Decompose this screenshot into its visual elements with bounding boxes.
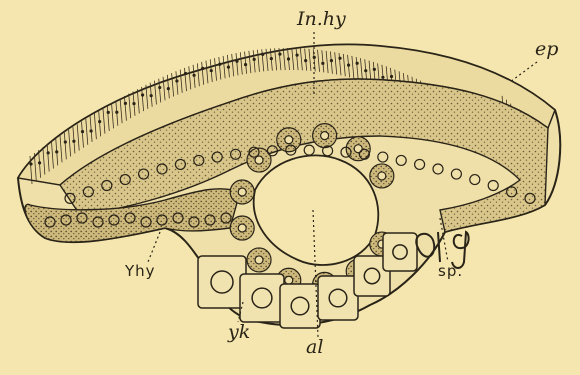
ectoderm-nucleus (167, 87, 170, 90)
ectoderm-nucleus (218, 63, 221, 66)
ectoderm-nucleus (158, 86, 161, 89)
ectoderm-nucleus (98, 120, 101, 123)
ectoderm-nucleus (175, 79, 178, 82)
label-yk: yk (228, 323, 250, 342)
ectoderm-nucleus (347, 64, 350, 67)
cavity-cell-nucleus (321, 132, 329, 140)
yolk-cell-nucleus (211, 271, 233, 293)
yolk-cell-nucleus (291, 297, 309, 315)
label-sp: sp. (438, 264, 463, 279)
ectoderm-nucleus (132, 102, 135, 105)
ectoderm-nucleus (390, 75, 393, 78)
ectoderm-nucleus (244, 63, 247, 66)
ectoderm-nucleus (338, 57, 341, 60)
leader-ep (510, 62, 537, 82)
ectoderm-nucleus (304, 59, 307, 62)
cavity-cell-nucleus (285, 136, 293, 144)
ectoderm-nucleus (278, 53, 281, 56)
ectoderm-nucleus (141, 93, 144, 96)
label-al: al (306, 338, 323, 357)
ectoderm-nucleus (184, 72, 187, 75)
yolk-cell-nucleus (393, 245, 407, 259)
ectoderm-nucleus (373, 68, 376, 71)
ectoderm-nucleus (295, 54, 298, 57)
label-ep: ep (535, 40, 558, 59)
ectoderm-nucleus (29, 162, 32, 165)
ectoderm-nucleus (330, 59, 333, 62)
label-in-hy: In.hy (297, 10, 346, 29)
ectoderm-nucleus (150, 94, 153, 97)
ectoderm-nucleus (107, 111, 110, 114)
cavity-cell-nucleus (238, 224, 246, 232)
cavity-cell-nucleus (378, 172, 386, 180)
ectoderm-nucleus (321, 62, 324, 65)
ectoderm-nucleus (201, 67, 204, 70)
cavity-cell-nucleus (354, 145, 362, 153)
ectoderm-nucleus (38, 161, 41, 164)
label-y-hy: Yhy (125, 264, 156, 279)
cavity-cell-nucleus (285, 276, 293, 284)
ectoderm-nucleus (192, 74, 195, 77)
ectoderm-nucleus (227, 66, 230, 69)
ectoderm-nucleus (287, 57, 290, 60)
ectoderm-nucleus (47, 151, 50, 154)
ectoderm-nucleus (64, 140, 67, 143)
ectoderm-nucleus (235, 60, 238, 63)
ectoderm-nucleus (72, 140, 75, 143)
yolk-cell-nucleus (252, 288, 272, 308)
ectoderm-nucleus (253, 58, 256, 61)
ectoderm-nucleus (81, 130, 84, 133)
ectoderm-nucleus (270, 57, 273, 60)
ectoderm-nucleus (124, 102, 127, 105)
ectoderm-nucleus (356, 62, 359, 65)
cavity-cell-nucleus (255, 256, 263, 264)
leader-y-hy (148, 232, 160, 262)
ectoderm-nucleus (115, 111, 118, 114)
ectoderm-nucleus (210, 69, 213, 72)
ectoderm-nucleus (89, 129, 92, 132)
yolk-cell-nucleus (329, 289, 347, 307)
ectoderm-nucleus (55, 150, 58, 153)
ectoderm-nucleus (364, 69, 367, 72)
cavity-cell-nucleus (238, 188, 246, 196)
yolk-cell-nucleus (364, 268, 379, 283)
ectoderm-nucleus (381, 76, 384, 79)
ectoderm-nucleus (261, 53, 264, 56)
